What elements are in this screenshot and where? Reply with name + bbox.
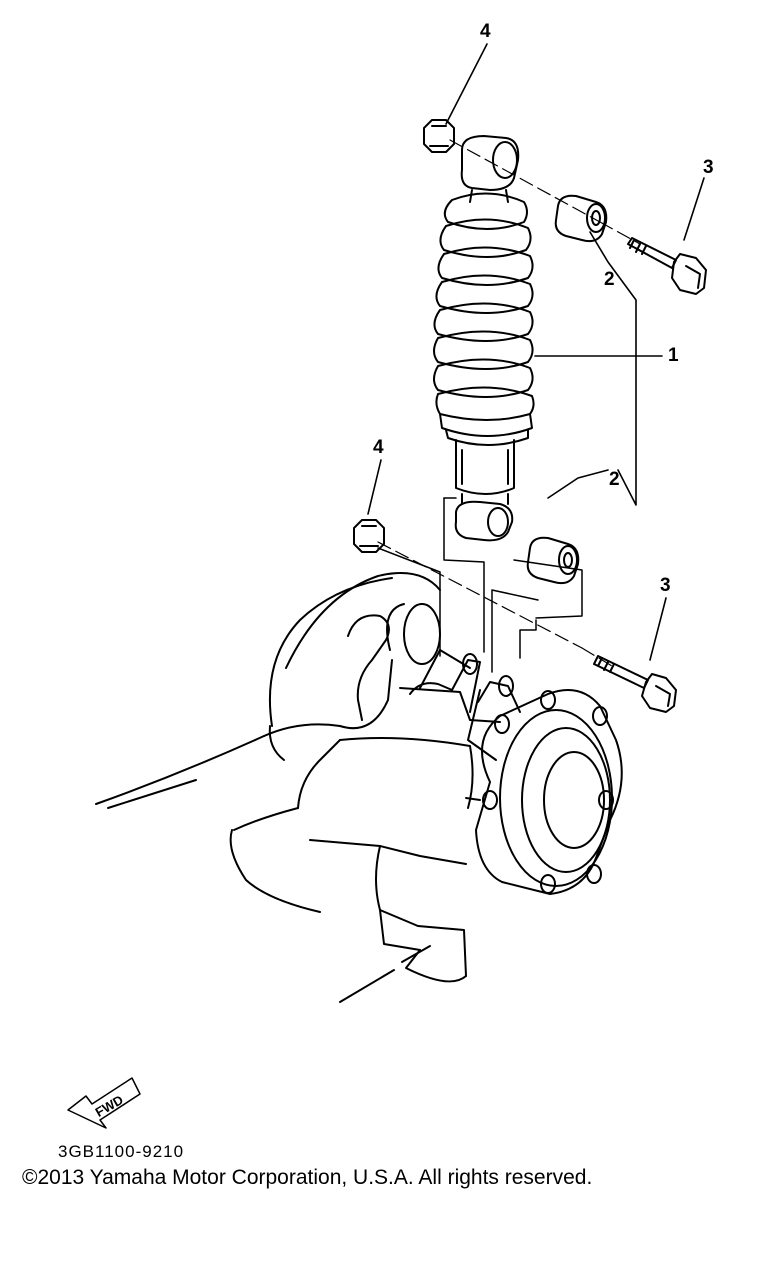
axle-housing [95, 572, 521, 1003]
upper-bolt-part [627, 237, 707, 295]
copyright-notice: ©2013 Yamaha Motor Corporation, U.S.A. A… [22, 1166, 593, 1189]
lower-collar-part [526, 536, 580, 585]
upper-collar-part [554, 194, 608, 243]
bracket-lines [377, 497, 583, 673]
diagram-part-code: 3GB1100-9210 [58, 1142, 185, 1161]
callout-lower-bolt: 3 [660, 575, 671, 596]
callout-top-nut: 4 [480, 21, 491, 42]
callout-shock: 1 [668, 345, 679, 366]
callout-lower-collar: 2 [609, 469, 620, 490]
lower-bolt-part [593, 655, 677, 713]
leader-lines [367, 43, 705, 661]
callout-upper-collar: 2 [604, 269, 615, 290]
callout-upper-bolt: 3 [703, 157, 714, 178]
callout-lower-nut: 4 [373, 437, 384, 458]
wheel-hub [465, 689, 623, 895]
lower-nut-part [353, 519, 385, 553]
shock-absorber-part [433, 135, 535, 542]
top-nut-part [423, 119, 455, 153]
fwd-arrow-icon: FWD [67, 1077, 141, 1129]
fwd-label: FWD [93, 1092, 126, 1120]
